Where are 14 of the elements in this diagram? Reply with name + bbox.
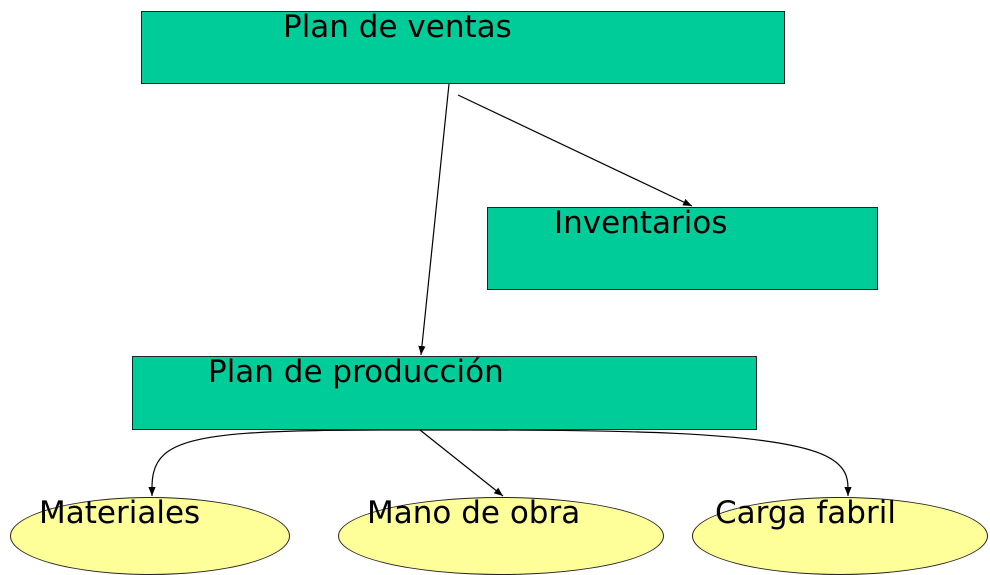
process-box	[132, 356, 757, 430]
process-box	[487, 207, 878, 290]
node-label: Plan de ventas	[283, 12, 512, 43]
arrow	[420, 429, 852, 496]
arrow	[420, 430, 504, 496]
node-label: Mano de obra	[367, 498, 580, 529]
arrow	[418, 84, 450, 356]
node-label: Materiales	[39, 498, 200, 529]
process-box	[141, 11, 785, 84]
arrow	[148, 429, 420, 496]
node-label: Inventarios	[554, 208, 728, 239]
node-label: Carga fabril	[715, 498, 896, 529]
arrow	[458, 94, 692, 207]
node-label: Plan de producción	[208, 357, 504, 388]
